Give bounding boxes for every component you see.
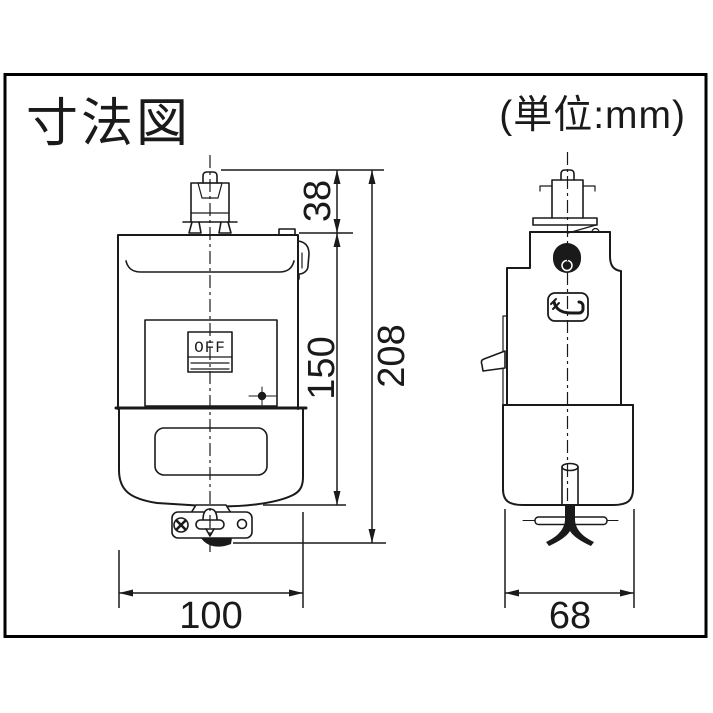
unit-label: (単位:mm): [499, 94, 686, 137]
front-label-area: [154, 427, 268, 476]
page-title: 寸法図: [26, 95, 191, 153]
dim-value-plug-height: 38: [297, 180, 339, 222]
dim-value-side-width: 68: [549, 595, 591, 637]
side-body: [480, 231, 634, 506]
dim-value-body-height: 150: [301, 336, 343, 399]
side-view: [480, 152, 634, 546]
dimension-annotations: 38 150 208 100 68: [118, 169, 635, 637]
front-screw-mark: [248, 386, 277, 406]
front-view: OFF: [114, 155, 310, 556]
bracket-shadow: [201, 538, 232, 547]
dim-value-front-width: 100: [179, 595, 242, 637]
bracket-hole: [236, 518, 248, 530]
side-plug-flange: [532, 217, 598, 226]
front-body: [117, 228, 310, 410]
front-mounting-bracket: [171, 504, 253, 547]
front-recessed-panel: [144, 319, 278, 407]
side-bottom-contact: [522, 462, 619, 546]
dim-value-total-height: 208: [371, 324, 413, 387]
side-lever-tab: [480, 350, 506, 372]
front-lower-cover: [114, 406, 308, 508]
border-frame: [3, 73, 708, 638]
